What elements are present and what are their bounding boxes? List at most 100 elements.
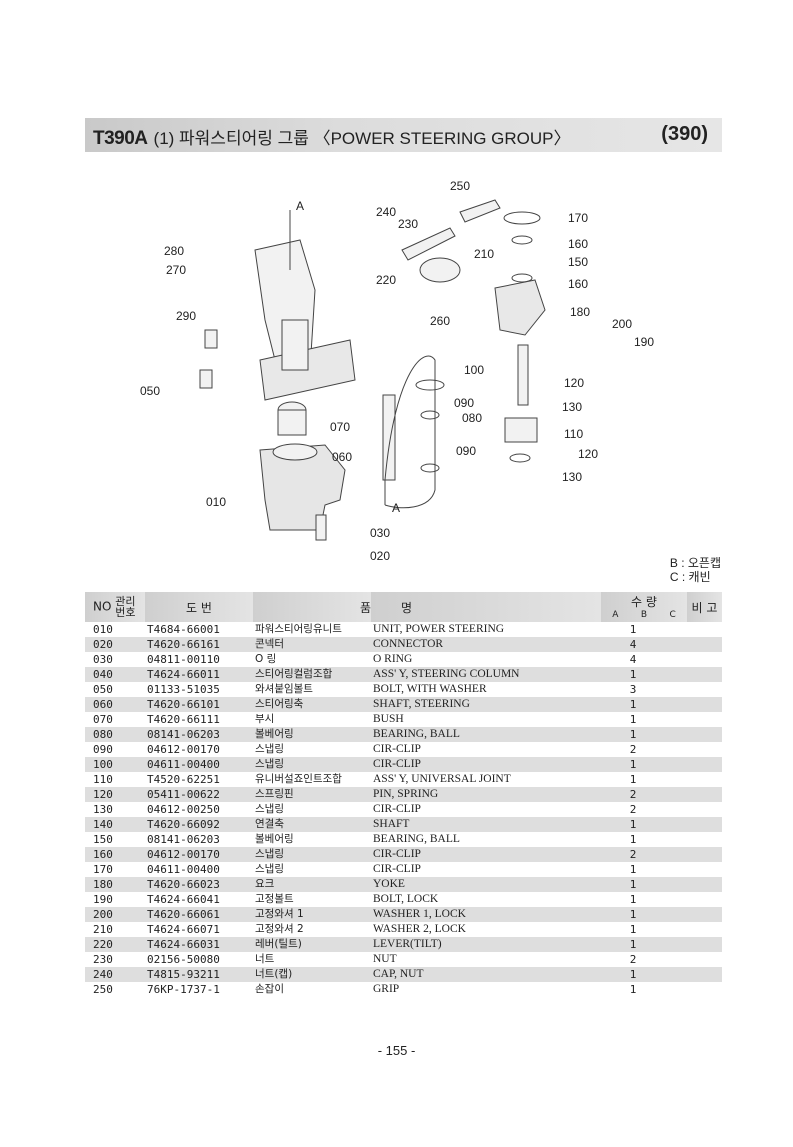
part-ref-no: 200 — [85, 907, 145, 922]
part-ref-no: 070 — [93, 713, 113, 726]
part-number: 08141-06203 — [145, 727, 253, 742]
qty-c — [645, 727, 687, 742]
part-name-kr: 고정와셔 1 — [253, 907, 371, 922]
qty-c — [645, 667, 687, 682]
part-ref-no: 250 — [93, 983, 113, 996]
remarks — [687, 682, 722, 697]
part-name-kr: 스냅링 — [253, 757, 371, 772]
part-name-en: YOKE — [371, 877, 601, 892]
quantity-legend: B : 오픈캡 C : 캐빈 — [670, 556, 721, 584]
part-name-en: CIR-CLIP — [371, 757, 601, 772]
part-name-kr: 고정와셔 2 — [255, 923, 304, 935]
qty-c — [645, 847, 687, 862]
header-qty-label: 수 량 — [631, 595, 657, 609]
qty-a — [601, 877, 619, 892]
qty-c — [645, 937, 687, 952]
callout-050: 050 — [140, 384, 160, 398]
header-qty-c: C — [669, 610, 676, 620]
callout-210: 210 — [474, 247, 494, 261]
part-name-en: CIR-CLIP — [371, 847, 601, 862]
qty-c — [645, 877, 687, 892]
callout-180: 180 — [570, 305, 590, 319]
part-name-kr: 볼베어링 — [253, 727, 371, 742]
part-ref-no: 220 — [85, 937, 145, 952]
part-name-kr: 파워스티어링유니트 — [255, 623, 342, 635]
callout-160b: 160 — [568, 277, 588, 291]
parts-table-header: NO 관리 번호 도 번 품 명 수 량 A B C — [85, 592, 722, 622]
qty-a — [601, 952, 619, 967]
qty-c — [645, 802, 687, 817]
callout-270: 270 — [166, 263, 186, 277]
part-number: T4624-66071 — [147, 923, 220, 936]
qty-b: 1 — [619, 967, 645, 982]
remarks — [687, 727, 722, 742]
part-number: T4624-66011 — [145, 667, 253, 682]
part-ref-no: 230 — [93, 953, 113, 966]
part-name-kr: 고정볼트 — [255, 893, 294, 905]
qty-c — [645, 862, 687, 877]
header-no-label: NO — [93, 599, 112, 614]
group-title: (1) 파워스티어링 그룹 〈POWER STEERING GROUP〉 — [153, 129, 571, 148]
part-name-en: NUT — [373, 953, 397, 965]
qty-a — [601, 847, 619, 862]
qty-c — [645, 892, 687, 907]
part-name-kr: 콘넥터 — [253, 637, 371, 652]
header-mgmt: 관리 번호 — [115, 596, 135, 618]
column-tube-shape — [281, 319, 309, 371]
part-number: T4620-66101 — [145, 697, 253, 712]
bush-body-shape — [277, 409, 307, 436]
qty-a — [601, 712, 619, 727]
circlip-shape-170 — [503, 211, 541, 225]
routing-line — [384, 355, 436, 509]
part-ref-no: 160 — [85, 847, 145, 862]
part-number: 04611-00400 — [145, 757, 253, 772]
circlip-shape-160b — [511, 273, 533, 283]
part-number: T4624-66031 — [145, 937, 253, 952]
remarks — [687, 877, 722, 892]
remarks — [687, 892, 722, 907]
exploded-parts-diagram: A A 250 240 230 170 160 150 210 160 220 … — [140, 170, 670, 570]
part-name-kr: 레버(틸트) — [253, 937, 371, 952]
callout-080: 080 — [462, 411, 482, 425]
part-ref-no: 170 — [93, 863, 113, 876]
steering-unit-shape — [259, 444, 346, 531]
part-ref-no: 110 — [93, 773, 113, 786]
callout-250: 250 — [450, 179, 470, 193]
remarks — [687, 667, 722, 682]
part-name-kr: 스프링핀 — [253, 787, 371, 802]
callout-110: 110 — [564, 427, 583, 441]
circlip-shape-090b — [420, 463, 440, 473]
part-name-en: ASS' Y, UNIVERSAL JOINT — [373, 773, 511, 785]
part-number: T4620-66092 — [145, 817, 253, 832]
part-number: 76KP-1737-1 — [147, 983, 220, 996]
callout-130a: 130 — [562, 400, 582, 414]
qty-c — [645, 922, 687, 937]
part-ref-no: 100 — [85, 757, 145, 772]
remarks — [687, 862, 722, 877]
part-name-kr: 유니버설죠인트조합 — [255, 773, 342, 785]
remarks — [687, 757, 722, 772]
part-ref-no: 080 — [85, 727, 145, 742]
part-ref-no: 010 — [93, 623, 113, 636]
part-name-kr: 스냅링 — [255, 863, 284, 875]
remarks — [687, 802, 722, 817]
part-name-en: BOLT, LOCK — [373, 893, 439, 905]
arrow-labels: A A — [296, 199, 400, 515]
qty-c — [645, 637, 687, 652]
arrow-label-bottom: A — [392, 501, 400, 515]
remarks — [687, 847, 722, 862]
qty-c — [645, 622, 687, 637]
part-name-en: CONNECTOR — [371, 637, 601, 652]
header-no: NO 관리 번호 — [85, 592, 145, 622]
part-ref-no: 090 — [93, 743, 113, 756]
